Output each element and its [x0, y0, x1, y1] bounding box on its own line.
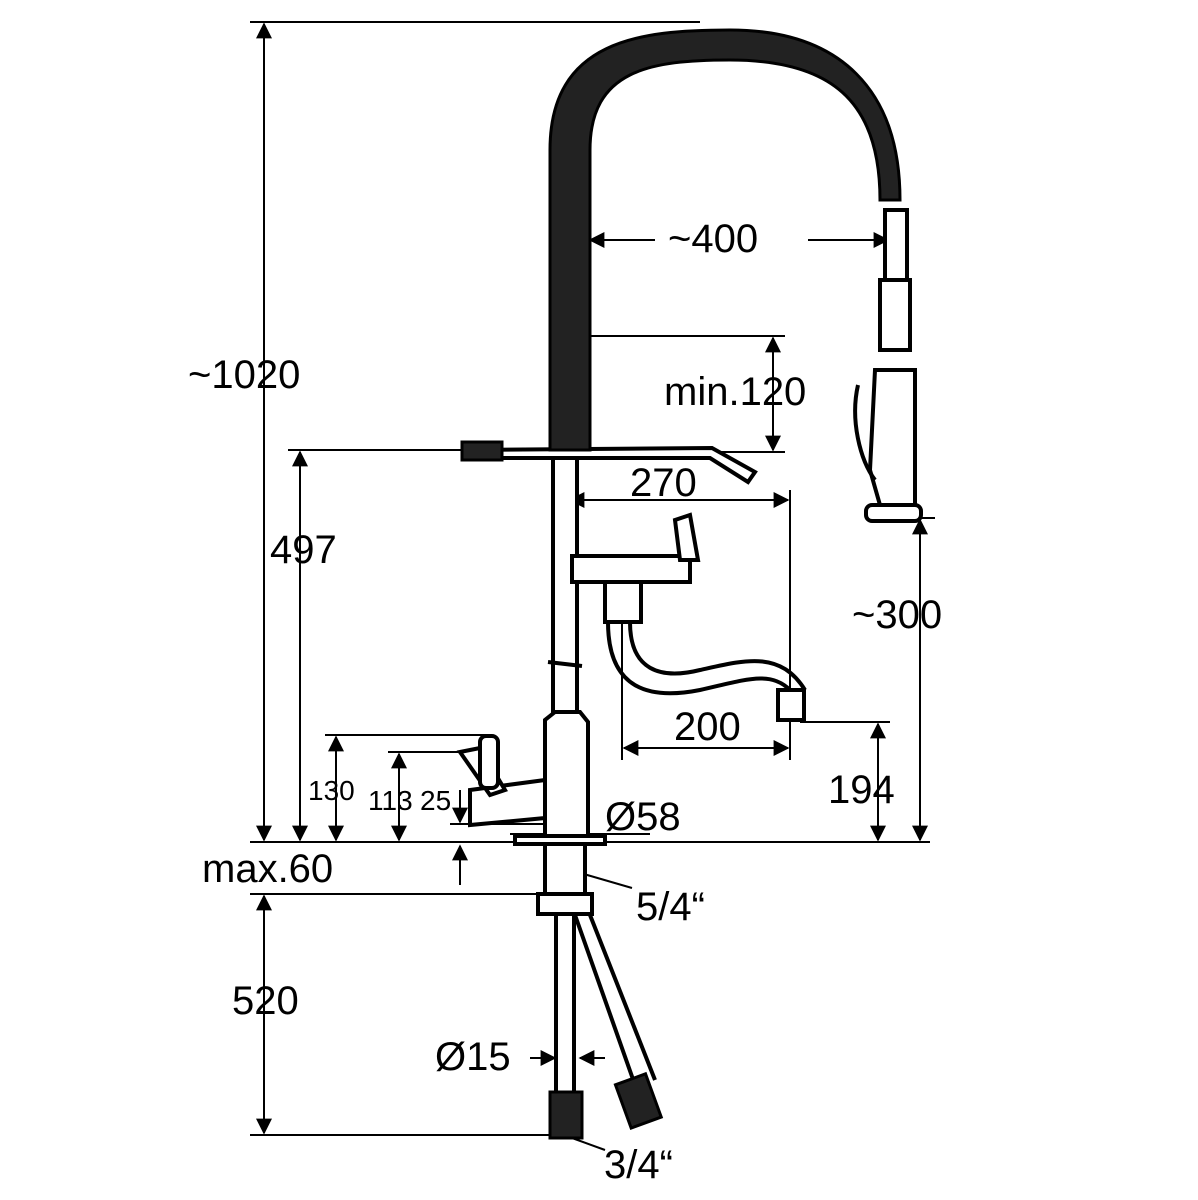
- dimension-labels: ~1020 ~400 min.120 497 270 ~300 200 194 …: [188, 217, 942, 1187]
- label-hose-reach: ~400: [668, 217, 758, 261]
- label-arm-length: 270: [630, 461, 697, 505]
- label-spray-height: ~300: [852, 593, 942, 637]
- label-spout-height: 194: [828, 768, 895, 812]
- label-lever-25: 25: [420, 785, 451, 816]
- label-arm-height: 497: [270, 528, 337, 572]
- label-total-height: ~1020: [188, 353, 300, 397]
- label-min-clearance: min.120: [664, 370, 806, 414]
- faucet-body: [456, 28, 923, 1140]
- label-thread-hose: 3/4“: [604, 1143, 673, 1187]
- label-base-diameter: Ø58: [605, 795, 681, 839]
- label-spout-reach: 200: [674, 705, 741, 749]
- label-thread-main: 5/4“: [636, 885, 705, 929]
- label-hose-length: 520: [232, 979, 299, 1023]
- label-lever-130: 130: [308, 775, 355, 806]
- label-max-deck: max.60: [202, 847, 333, 891]
- label-hose-diameter: Ø15: [435, 1035, 511, 1079]
- dimension-lines: [250, 21, 935, 1151]
- label-lever-113: 113: [368, 785, 413, 816]
